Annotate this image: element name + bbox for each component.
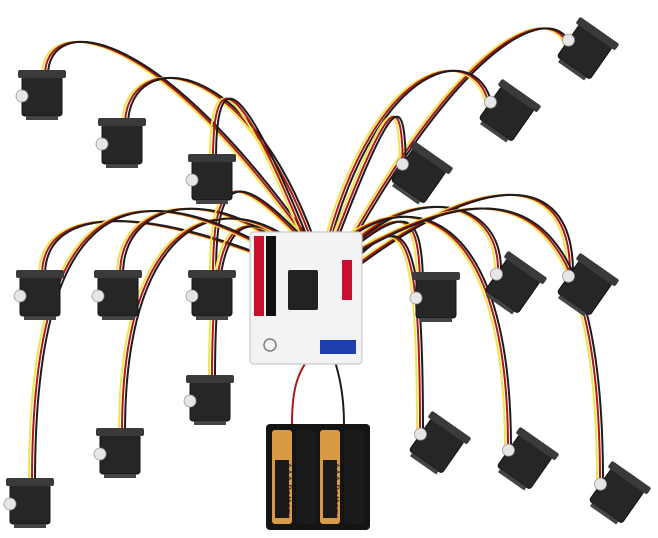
servo-wire — [209, 97, 320, 283]
battery-cell-label: AAA Battery — [330, 462, 340, 518]
servo-wire — [215, 190, 326, 276]
micro-servo-icon — [391, 141, 453, 205]
micro-servo-icon — [557, 17, 619, 81]
driver-board-chip — [288, 270, 318, 310]
micro-servo-icon — [497, 427, 559, 491]
driver-board-header-red-right — [342, 260, 352, 300]
driver-board-led — [263, 338, 277, 352]
micro-servo-icon — [95, 118, 146, 168]
servo-wire — [41, 40, 320, 263]
servo-wire — [127, 76, 326, 273]
micro-servo-icon — [485, 251, 547, 315]
driver-board-header-black — [266, 236, 276, 316]
micro-servo-icon — [3, 478, 54, 528]
micro-servo-icon — [13, 270, 64, 320]
servo-wire — [318, 207, 598, 483]
servo-wire — [124, 76, 323, 273]
micro-servo-icon — [185, 154, 236, 204]
micro-servo-icon — [557, 253, 619, 317]
servo-wire — [318, 27, 568, 293]
servo-wire — [321, 69, 491, 263]
driver-board-header-blue — [320, 340, 356, 354]
servo-wire — [321, 207, 601, 483]
micro-servo-icon — [409, 272, 460, 322]
driver-board-header-red — [254, 236, 264, 316]
servo-wire — [47, 40, 326, 263]
micro-servo-icon — [589, 461, 651, 525]
servo-wire — [44, 40, 323, 263]
servo-group — [3, 17, 651, 528]
micro-servo-icon — [91, 270, 142, 320]
battery-cell: AAA Battery — [296, 430, 316, 524]
battery-pack: AAA Battery AAA Battery AAA Battery AAA Bat… — [266, 424, 370, 530]
battery-cell-label: AAA Battery — [302, 462, 312, 518]
battery-cell-label: AAA Battery — [350, 462, 360, 518]
servo-wire — [324, 207, 604, 483]
servo-wire — [28, 210, 320, 483]
battery-cell: AAA Battery — [344, 430, 364, 524]
micro-servo-icon — [185, 270, 236, 320]
servo-wire — [324, 69, 494, 263]
servo-wire — [215, 97, 326, 283]
servo-wire — [324, 115, 407, 273]
micro-servo-icon — [15, 70, 66, 120]
micro-servo-icon — [409, 411, 471, 475]
battery-cell-label: AAA Battery — [282, 462, 292, 518]
servo-wire — [324, 194, 574, 293]
servo-wire — [212, 97, 323, 283]
micro-servo-icon — [479, 79, 541, 143]
battery-cell: AAA Battery — [320, 430, 340, 524]
micro-servo-icon — [183, 375, 234, 425]
micro-servo-icon — [93, 428, 144, 478]
servo-driver-board — [249, 231, 363, 365]
battery-cell: AAA Battery — [272, 430, 292, 524]
servo-wire — [318, 115, 401, 273]
servo-wire — [318, 69, 488, 263]
servo-wire — [321, 115, 404, 273]
